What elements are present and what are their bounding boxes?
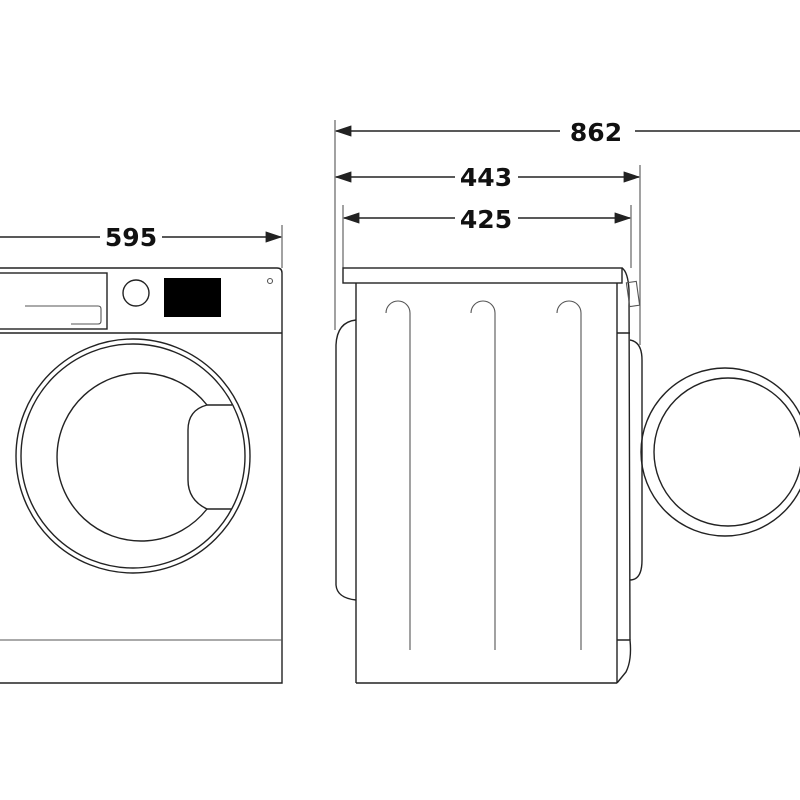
power-indicator [266,277,274,285]
open-door [640,367,800,537]
door [15,338,251,574]
body-depth-label: 425 [460,205,512,234]
dimension-width: 595 [0,223,283,268]
front-view [0,267,283,684]
display-panel [164,278,221,317]
side-view [335,267,800,684]
dimension-total-depth: 862 [334,118,800,330]
side-knob [625,280,641,308]
dimension-depth: 443 [334,163,641,345]
door-side [335,319,357,601]
detergent-drawer [0,272,108,330]
depth-label: 443 [460,163,512,192]
total-depth-label: 862 [570,118,622,147]
dimension-body-depth: 425 [342,205,632,268]
drum-ribs [385,300,582,650]
program-knob [122,279,150,307]
width-label: 595 [105,223,157,252]
